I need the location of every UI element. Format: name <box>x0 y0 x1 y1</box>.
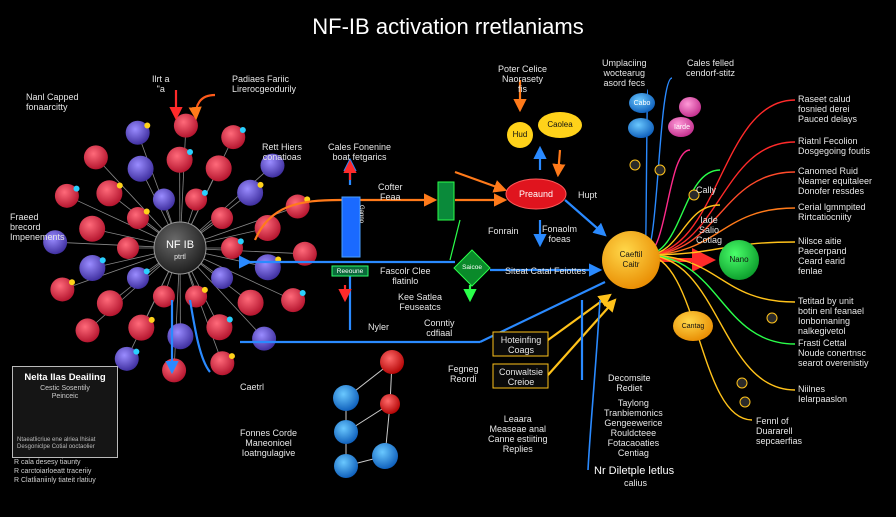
label-right-3: Canomed Ruid Neamer equitaleer Donofer r… <box>798 166 872 196</box>
panel-notes: R cala desesy tiaunty R carctoiarloeatt … <box>14 458 96 485</box>
cluster-dot <box>133 349 139 355</box>
label-iade: Iade Salio Cotiag <box>696 215 722 245</box>
panel-title: Nelta IIas Deailing <box>13 372 117 383</box>
protein-blob <box>79 216 105 242</box>
label-cofter: Cofter Feaa <box>378 182 403 202</box>
label-caetrl: Caetrl <box>240 382 264 392</box>
label-taylong: Taylong Tranbiemonics Gengeewerice Rould… <box>604 398 663 458</box>
label-top-right1: Umplaciing woctearug asord fecs <box>602 58 647 88</box>
label-nucleus-top2: Padiaes Fariic Lirerocgeodurily <box>232 74 296 94</box>
protein-blob <box>84 145 108 169</box>
label-nr: Nr Diletple letlus <box>594 466 674 476</box>
cluster-dot <box>238 238 244 244</box>
bottom-network <box>333 350 404 478</box>
label-right-7: Frasti Cettal Noude conertnsc searot ove… <box>798 338 869 368</box>
label-right-4: Cerial lgmmpited Rirtcatiocniity <box>798 202 866 222</box>
protein-blob <box>174 114 198 138</box>
protein-blob <box>117 237 139 259</box>
label-orange-big: Caeftil Caitr <box>606 250 656 270</box>
label-top-mid2: Cales Fonenine boat fetgarics <box>328 142 391 162</box>
label-leaan: Leaara Measeae anal Canne estiiting Repl… <box>488 414 548 454</box>
protein-blob <box>97 290 123 316</box>
label-top-center: Poter Celice Naorasety fis <box>498 64 547 94</box>
fan-line <box>645 90 648 255</box>
label-kee: Kee Satlea Feuseatcs <box>398 292 442 312</box>
cluster-dot <box>240 127 246 133</box>
cluster-dot <box>69 279 75 285</box>
label-mid-left-red: Fascolr Clee flatinlo <box>380 266 431 286</box>
protein-blob <box>238 290 264 316</box>
label-nucleus-core: NF IB <box>154 240 206 250</box>
cluster-dot <box>300 290 306 296</box>
cluster-dot <box>229 353 235 359</box>
label-nr-sub: calius <box>624 478 647 488</box>
label-node-caolea: Caolea <box>540 120 580 130</box>
cluster-dot <box>144 268 150 274</box>
cluster-dot <box>144 208 150 214</box>
cluster-dot <box>227 316 233 322</box>
protein-blob <box>206 155 232 181</box>
label-right-6: Tetitad by unit botin enl feanael Ionbom… <box>798 296 864 336</box>
label-orange-small: Cantag <box>674 322 712 332</box>
cluster-dot <box>202 190 208 196</box>
fan-line <box>645 255 795 344</box>
cluster-dot <box>202 287 208 293</box>
label-cally: Cally <box>696 185 716 195</box>
label-green-diamond: Saicoe <box>454 263 490 273</box>
label-center-red: Preaund <box>506 189 566 199</box>
protein-blob <box>211 207 233 229</box>
label-node-cabo: Cabo <box>628 99 656 109</box>
protein-blob <box>76 318 100 342</box>
label-green-big: Nano <box>720 255 758 265</box>
label-node-hud: Hud <box>508 130 532 140</box>
label-receptor: Reeoune <box>332 267 368 277</box>
diagram-title: NF-IB activation rretlaniams <box>0 14 896 40</box>
label-right-8: Niilnes Ielarpaaslon <box>798 384 847 404</box>
small-dots <box>630 160 777 407</box>
cluster-dot <box>100 257 106 263</box>
label-decomsite: Decomsite Rediet <box>608 373 651 393</box>
blue-node-2 <box>628 118 654 138</box>
green-box <box>438 182 454 220</box>
cluster-dot <box>74 186 80 192</box>
cluster-dot <box>258 182 264 188</box>
label-fegneg: Fegneg Reordi <box>448 364 479 384</box>
protein-blob <box>128 156 154 182</box>
cluster-dot <box>187 149 193 155</box>
info-panel: Nelta IIas Deailing Cestic Sosentily Pei… <box>12 366 118 458</box>
label-mid-small: Siteat Catal Feiottes <box>505 266 586 276</box>
label-fonaolm: Fonaolm foeas <box>542 224 577 244</box>
label-box2: Conwaltsie Creioe <box>494 367 548 387</box>
cluster-dot <box>117 183 123 189</box>
pink-node-1 <box>679 97 701 117</box>
protein-blob <box>153 189 175 211</box>
panel-footer: Ntaeatlicriue ene alriea lhisiat Desgoni… <box>17 437 113 451</box>
label-nucleus-top: Ilrt a "a <box>152 74 170 94</box>
protein-blob <box>211 267 233 289</box>
panel-subtitle: Cestic Sosentily Peinceic <box>13 385 117 401</box>
cluster-dot <box>144 123 150 129</box>
label-top-left: Nanl Capped fonaarcitty <box>26 92 79 112</box>
label-top-right2: Cales felled cendorf-stitz <box>686 58 735 78</box>
label-box1: Hoteinfing Coags <box>494 335 548 355</box>
label-right-5: Nilsce aitie Paecerpand Ceard earid fenl… <box>798 236 847 276</box>
protein-blob <box>252 327 276 351</box>
label-vert-bar: Ganno <box>336 205 366 223</box>
label-nucleus-core-sub: ptrtl <box>154 253 206 263</box>
label-right-9: Fennl of Duararell sepcaerfias <box>756 416 802 446</box>
label-left-mid: Fraeed brecord Impenements <box>10 212 65 242</box>
label-node-iarde: Iarde <box>668 123 696 133</box>
label-nyler: Nyler <box>368 322 389 332</box>
label-hupt: Hupt <box>578 190 597 200</box>
label-fonrain: Fonrain <box>488 226 519 236</box>
cluster-dot <box>149 317 155 323</box>
protein-blob <box>162 358 186 382</box>
label-right-1: Raseet calud fosnied derei Pauced delays <box>798 94 857 124</box>
label-fonnes: Fonnes Corde Maneonioel Ioatngulagive <box>240 428 297 458</box>
label-right-2: Riatnl Fecolion Dosgegoing foutis <box>798 136 870 156</box>
label-top-mid1: Rett Hiers conatioas <box>262 142 302 162</box>
label-conntiy: Conntiy cdfiaal <box>424 318 455 338</box>
